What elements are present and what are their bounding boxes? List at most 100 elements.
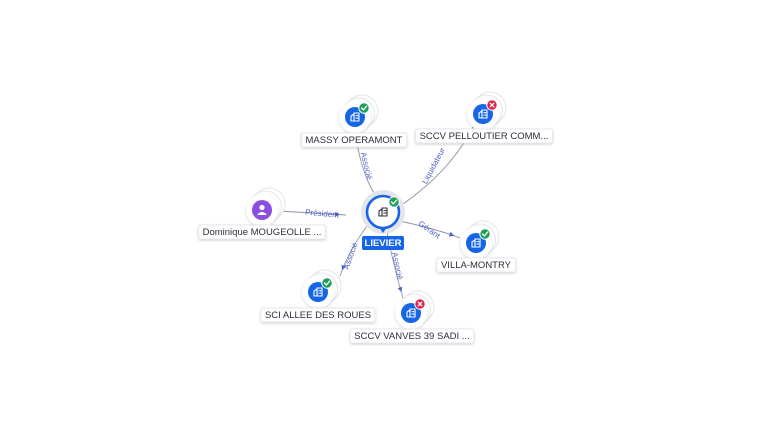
window (318, 290, 320, 292)
window (357, 117, 359, 119)
building-shape (478, 109, 488, 119)
window (476, 241, 478, 243)
window (383, 212, 385, 214)
window (318, 292, 320, 294)
edge-villa: Gérant (399, 219, 461, 241)
building-icon (378, 207, 388, 217)
badge-circle (479, 228, 491, 240)
building-icon (471, 238, 481, 248)
edge-label-allee: Associé (342, 241, 360, 271)
node-name: Dominique MOUGEOLLE ... (203, 227, 322, 238)
window (355, 115, 357, 117)
cross-badge-icon (486, 99, 498, 111)
check-badge-icon (388, 196, 400, 208)
window (485, 112, 487, 114)
building-icon (313, 287, 323, 297)
label-box (436, 257, 517, 273)
window (413, 311, 415, 313)
label-box (260, 307, 376, 323)
node-label-pelloutier: SCCV PELLOUTIER COMM... (415, 128, 553, 144)
label-box (349, 328, 475, 344)
person-icon (257, 204, 267, 215)
node-name: MASSY OPERAMONT (306, 135, 403, 146)
node-name: SCCV VANVES 39 SADI ... (354, 331, 469, 342)
node-name: VILLA-MONTRY (441, 260, 512, 271)
building-icon (478, 109, 488, 119)
node-label-massy: MASSY OPERAMONT (301, 132, 408, 148)
cross-mark (489, 102, 495, 108)
badge-circle (321, 277, 333, 289)
node-label-allee: SCI ALLEE DES ROUES (260, 307, 376, 323)
node-name: SCCV PELLOUTIER COMM... (420, 131, 549, 142)
edge-arrow (341, 264, 347, 271)
building-icon (406, 308, 416, 318)
window (355, 117, 357, 119)
edge-label-vanves: Associé (390, 251, 405, 281)
node-massy[interactable]: MASSY OPERAMONT (301, 94, 408, 148)
node-label-mougeolle: Dominique MOUGEOLLE ... (198, 224, 326, 240)
edge-arrow (448, 231, 455, 237)
window (383, 210, 385, 212)
window (385, 212, 387, 214)
edge-allee: Associé (339, 225, 368, 277)
check-badge-icon (358, 102, 370, 114)
check-badge-icon (321, 277, 333, 289)
node-vanves[interactable]: SCCV VANVES 39 SADI ... (349, 290, 475, 344)
center-label: LIEVIER (362, 236, 404, 250)
building-shape (406, 308, 416, 318)
label-box (198, 224, 326, 240)
label-box (301, 132, 408, 148)
edge-arrow (397, 286, 403, 293)
person-body (257, 212, 267, 215)
center-label-box (362, 236, 404, 250)
person-head (259, 204, 265, 211)
building-shape (378, 207, 388, 217)
building-shape (471, 238, 481, 248)
cross-badge-icon (414, 298, 426, 310)
center-name: LIEVIER (365, 238, 402, 249)
node-pelloutier[interactable]: SCCV PELLOUTIER COMM... (415, 91, 553, 144)
center-node[interactable]: LIEVIER (361, 190, 405, 250)
node-name: SCI ALLEE DES ROUES (265, 310, 371, 321)
node-allee[interactable]: SCI ALLEE DES ROUES (260, 269, 376, 323)
edge-line (399, 220, 461, 239)
window (385, 210, 387, 212)
window (483, 114, 485, 116)
window (413, 313, 415, 315)
edge-line (277, 210, 347, 216)
node-label-villa: VILLA-MONTRY (436, 257, 517, 273)
building-icon (350, 112, 360, 122)
cross-mark (417, 301, 423, 307)
window (320, 290, 322, 292)
edge-label-villa: Gérant (417, 219, 443, 241)
window (411, 313, 413, 315)
check-badge-icon (479, 228, 491, 240)
edge-label-mougeolle: Président (305, 208, 340, 220)
window (478, 243, 480, 245)
check-mark (481, 231, 489, 237)
window (478, 241, 480, 243)
badge-circle (358, 102, 370, 114)
center-pointer (379, 227, 387, 233)
check-mark (360, 105, 368, 111)
nodes-layer: MASSY OPERAMONT SCCV PELLOUTIER COMM... Do… (198, 91, 553, 344)
node-villa[interactable]: VILLA-MONTRY (436, 220, 517, 273)
edge-arrow (334, 211, 341, 217)
check-mark (390, 199, 398, 205)
window (485, 114, 487, 116)
window (483, 112, 485, 114)
edge-mougeolle: Président (277, 208, 347, 220)
window (320, 292, 322, 294)
badge-circle (388, 196, 400, 208)
edge-line (339, 225, 368, 277)
window (357, 115, 359, 117)
building-shape (350, 112, 360, 122)
edge-label-massy: Associé (359, 151, 375, 181)
window (411, 311, 413, 313)
building-shape (313, 287, 323, 297)
node-mougeolle[interactable]: Dominique MOUGEOLLE ... (198, 187, 326, 240)
check-mark (323, 280, 331, 286)
label-box (415, 128, 553, 144)
window (476, 243, 478, 245)
